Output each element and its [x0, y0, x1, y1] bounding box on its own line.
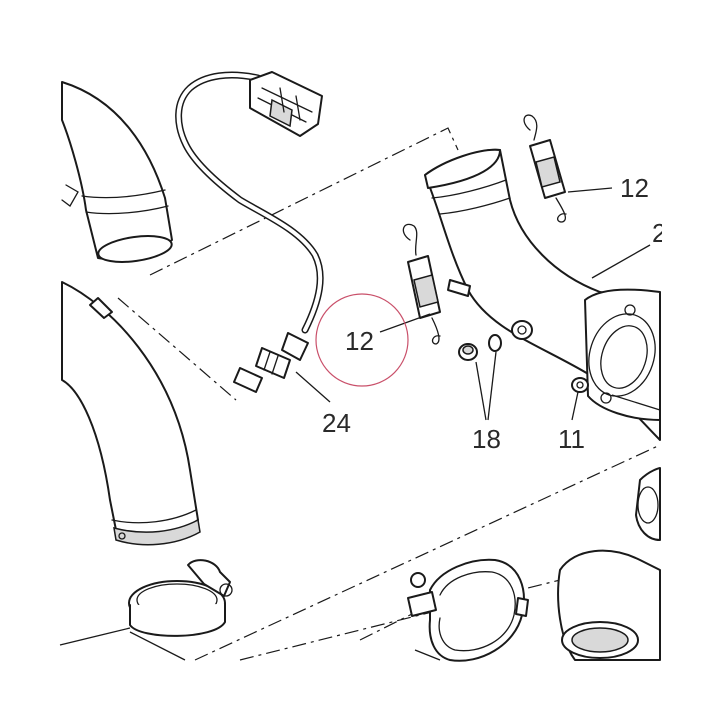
- callout-spring-top: 12: [620, 173, 649, 203]
- v-band-clamp: [407, 558, 529, 662]
- oxygen-sensor: [233, 332, 309, 393]
- callout-grommets: 18: [472, 424, 501, 454]
- band-clamp-left: [59, 559, 233, 661]
- callout-washer: 11: [558, 424, 585, 454]
- upper-left-pipe: [61, 81, 173, 263]
- callout-sensor: 24: [322, 408, 351, 438]
- right-margin: [662, 0, 720, 720]
- right-elbow-pipe: [424, 148, 661, 441]
- assembly-lines: [117, 127, 661, 661]
- muffler-inlet: [557, 467, 661, 661]
- bottom-margin: [0, 662, 720, 720]
- grommet-set: [458, 320, 533, 361]
- highlight-circle: [315, 293, 409, 387]
- lower-left-pipe: [61, 281, 201, 546]
- oxygen-sensor-cable: [175, 71, 324, 334]
- leader-lines: [295, 187, 661, 421]
- sensor-connector: [249, 71, 323, 137]
- exhaust-spring-center: [402, 223, 441, 345]
- washer: [571, 377, 589, 393]
- callout-spring-center: 12: [345, 326, 374, 356]
- exhaust-spring-top: [523, 114, 567, 223]
